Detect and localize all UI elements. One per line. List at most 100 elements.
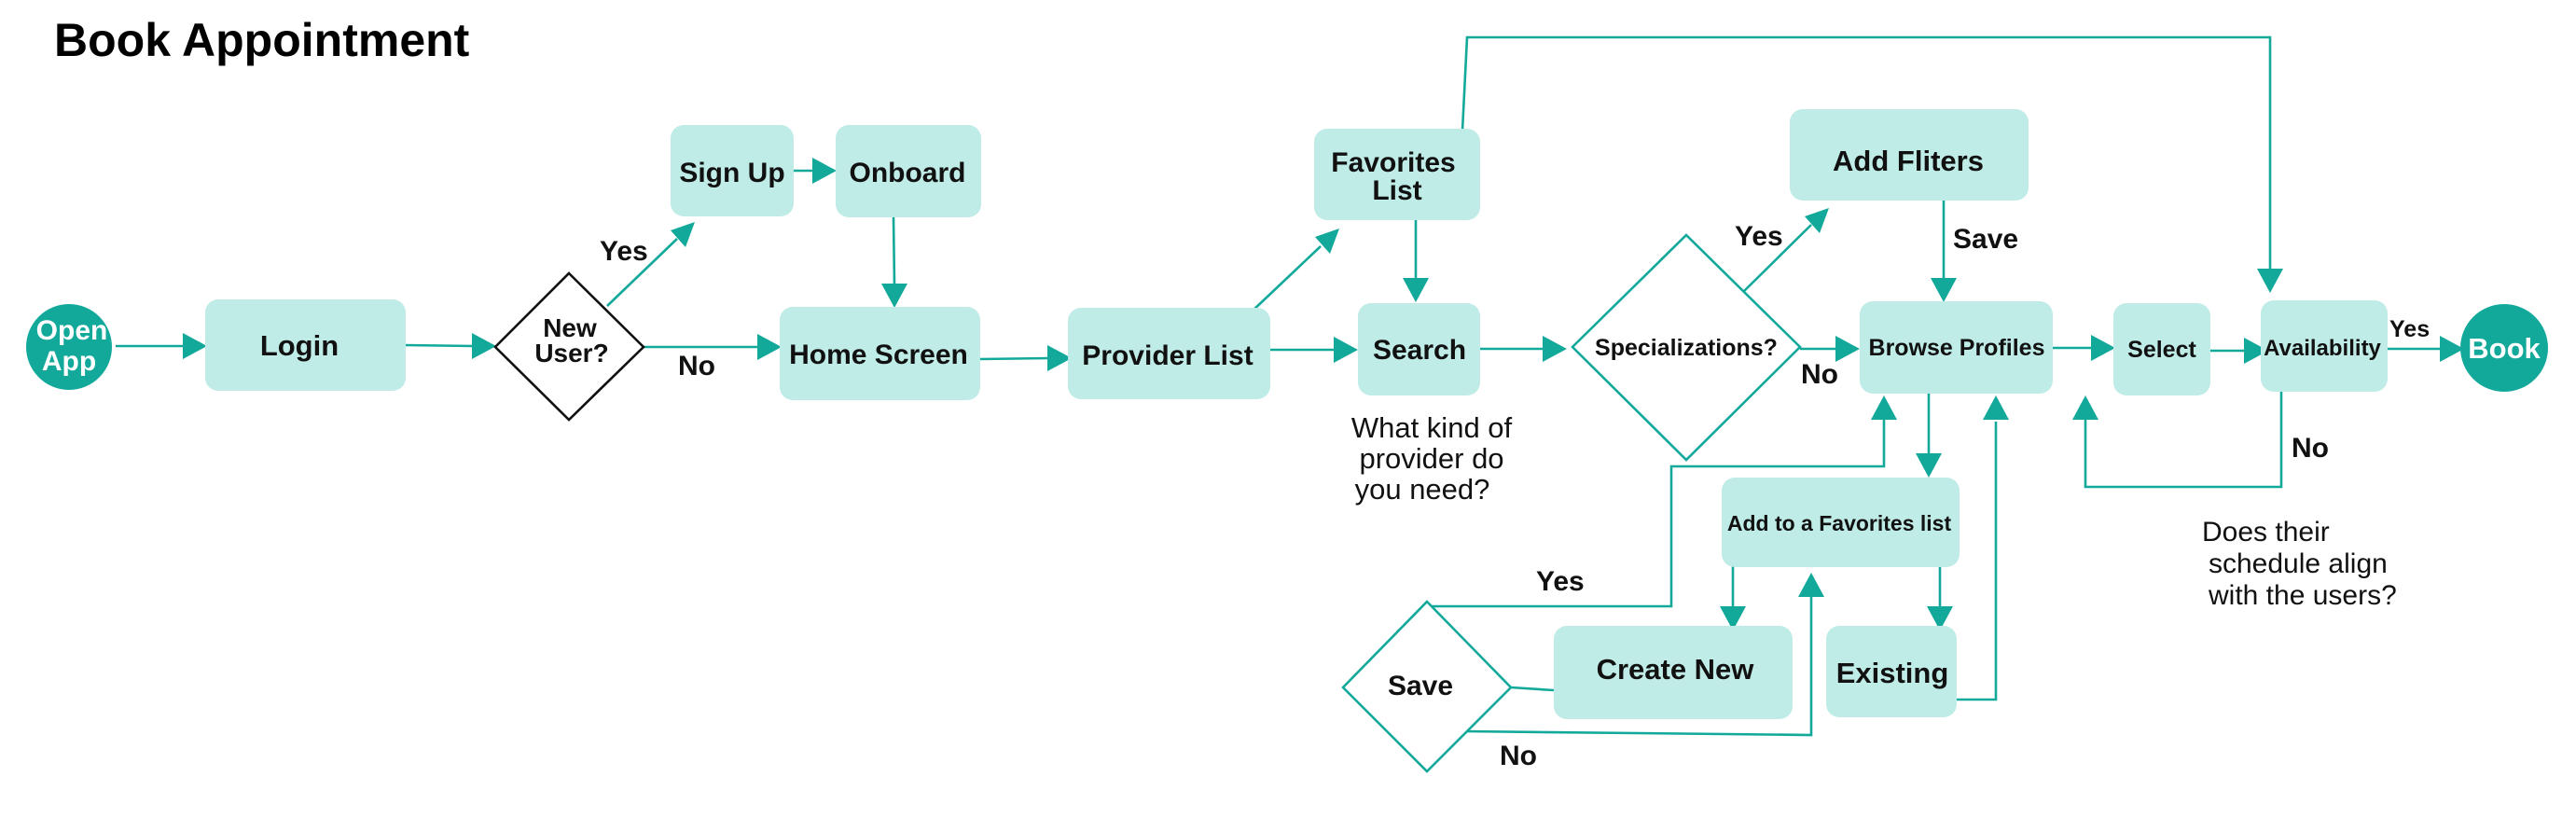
node-availability-label: Availability <box>2264 336 2381 361</box>
arrowhead <box>1798 573 1824 597</box>
arrowhead <box>1871 395 1897 420</box>
node-provider-list[interactable]: Provider List <box>1068 308 1270 399</box>
arrowhead <box>472 333 496 359</box>
decision-diamond <box>493 271 645 422</box>
search-note-line1: What kind of <box>1351 411 1513 444</box>
availability-note-line3: with the users? <box>2208 580 2397 611</box>
edge-login-newuser <box>403 343 475 348</box>
edge-favorites-availability <box>1461 35 2272 270</box>
node-search-label: Search <box>1373 335 1466 366</box>
label-filters-save: Save <box>1953 224 2018 255</box>
node-box <box>205 299 406 391</box>
node-select[interactable]: Select <box>2113 303 2210 395</box>
label-availability-no: No <box>2292 433 2329 464</box>
node-box <box>1554 626 1793 719</box>
node-existing-label: Existing <box>1836 657 1949 689</box>
arrowhead <box>1047 345 1072 371</box>
search-note: What kind of provider do you need? <box>1351 411 1513 506</box>
node-provider-list-label: Provider List <box>1082 340 1253 371</box>
node-new-user-line1: New <box>543 313 597 342</box>
node-sign-up-label: Sign Up <box>679 158 784 188</box>
label-spec-yes: Yes <box>1735 221 1783 252</box>
arrowhead <box>881 284 907 308</box>
node-existing[interactable]: Existing <box>1826 626 1957 717</box>
edge-onboard-home <box>892 216 896 285</box>
decision-diamond <box>1341 600 1513 773</box>
node-box <box>1722 478 1960 567</box>
node-availability[interactable]: Availability <box>2261 300 2388 392</box>
node-box <box>1860 301 2053 394</box>
node-specializations[interactable]: Specializations? <box>1571 233 1802 462</box>
connectors <box>116 35 2464 737</box>
node-add-to-favorites-label: Add to a Favorites list <box>1727 511 1952 535</box>
availability-note-line1: Does their <box>2202 517 2330 548</box>
node-login-label: Login <box>260 329 339 362</box>
label-new-user-no: No <box>678 351 715 381</box>
search-note-line2: provider do <box>1359 442 1503 475</box>
node-home-screen[interactable]: Home Screen <box>780 307 980 400</box>
node-login[interactable]: Login <box>205 299 406 391</box>
label-save-yes: Yes <box>1536 566 1585 597</box>
edge-labels: Yes No Yes No Save Yes No Yes No <box>600 221 2430 771</box>
node-book[interactable]: Book <box>2460 304 2548 392</box>
node-browse-profiles[interactable]: Browse Profiles <box>1860 301 2053 394</box>
arrowhead <box>1927 606 1953 631</box>
arrowhead <box>1315 229 1339 254</box>
node-favorites-list-line1: Favorites <box>1331 147 1455 178</box>
edge-home-provider <box>978 356 1050 361</box>
arrowhead <box>757 334 782 360</box>
edge-existing-browse <box>1955 422 1998 701</box>
arrowhead <box>2257 269 2283 293</box>
node-box <box>2113 303 2210 395</box>
arrowhead <box>1720 606 1746 631</box>
node-add-to-favorites[interactable]: Add to a Favorites list <box>1722 478 1960 567</box>
label-spec-no: No <box>1801 359 1838 390</box>
decision-diamond <box>1571 233 1802 462</box>
arrowhead <box>2091 335 2115 361</box>
edge-create-save <box>1510 686 1555 692</box>
arrowhead <box>183 333 207 359</box>
node-open-app-line2: App <box>42 346 96 377</box>
node-add-filters[interactable]: Add Fliters <box>1790 109 2029 201</box>
arrowhead <box>1334 337 1358 363</box>
edge-provider-favorites <box>1250 245 1322 313</box>
node-create-new[interactable]: Create New <box>1554 626 1793 719</box>
page-title: Book Appointment <box>54 14 470 66</box>
edge-availability-no-loop <box>2084 392 2283 489</box>
node-add-filters-label: Add Fliters <box>1833 145 1984 177</box>
node-box <box>671 125 794 216</box>
node-home-screen-label: Home Screen <box>789 340 968 370</box>
node-new-user[interactable]: New User? <box>493 271 645 422</box>
arrowhead <box>812 158 837 184</box>
node-box <box>1314 129 1480 220</box>
node-box <box>2261 300 2388 392</box>
node-save-decision[interactable]: Save <box>1341 600 1513 773</box>
node-book-label: Book <box>2468 332 2541 365</box>
edge-newuser-signup <box>606 238 678 307</box>
node-open-app[interactable]: Open App <box>26 304 112 390</box>
node-favorites-list-line2: List <box>1372 175 1421 206</box>
label-save-no: No <box>1500 741 1537 771</box>
availability-note: Does their schedule align with the users… <box>2202 517 2397 611</box>
start-circle <box>26 304 112 390</box>
node-onboard-label: Onboard <box>850 158 966 188</box>
node-favorites-list[interactable]: Favorites List <box>1314 129 1480 220</box>
node-open-app-line1: Open <box>36 315 108 346</box>
arrowhead <box>1805 208 1829 233</box>
node-create-new-label: Create New <box>1597 653 1755 686</box>
arrowhead <box>1835 336 1860 362</box>
node-box <box>1790 109 2029 201</box>
edge-spec-filters <box>1739 224 1812 296</box>
node-select-label: Select <box>2127 337 2196 363</box>
label-new-user-yes: Yes <box>600 236 648 267</box>
edge-save-yes <box>1430 420 1886 608</box>
arrowhead <box>2244 338 2268 364</box>
node-search[interactable]: Search <box>1358 303 1480 395</box>
node-box <box>1358 303 1480 395</box>
availability-note-line2: schedule align <box>2209 548 2388 579</box>
node-box <box>1068 308 1270 399</box>
node-sign-up[interactable]: Sign Up <box>671 125 794 216</box>
node-new-user-line2: User? <box>534 339 608 367</box>
node-onboard[interactable]: Onboard <box>836 125 981 217</box>
